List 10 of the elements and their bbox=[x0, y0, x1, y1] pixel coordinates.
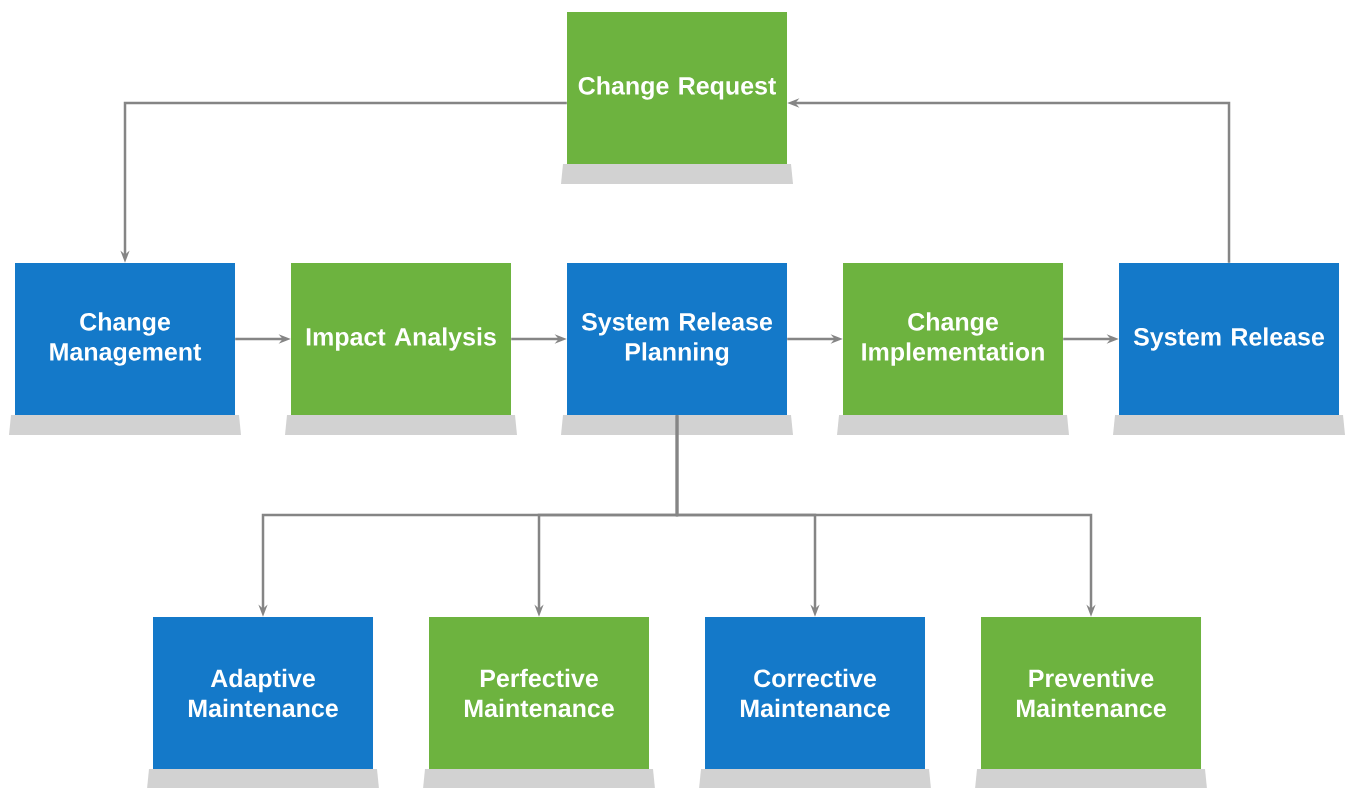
process-box: Perfective Maintenance bbox=[423, 617, 655, 788]
process-box: Preventive Maintenance bbox=[975, 617, 1207, 788]
process-box: Change Management bbox=[9, 263, 241, 435]
process-box: Change Request bbox=[561, 12, 793, 184]
process-box: Change Implementation bbox=[837, 263, 1069, 435]
process-box: Corrective Maintenance bbox=[699, 617, 931, 788]
process-box: System Release Planning bbox=[561, 263, 793, 435]
process-box: System Release bbox=[1113, 263, 1345, 435]
process-box: Impact Analysis bbox=[285, 263, 517, 435]
process-box: Adaptive Maintenance bbox=[147, 617, 379, 788]
